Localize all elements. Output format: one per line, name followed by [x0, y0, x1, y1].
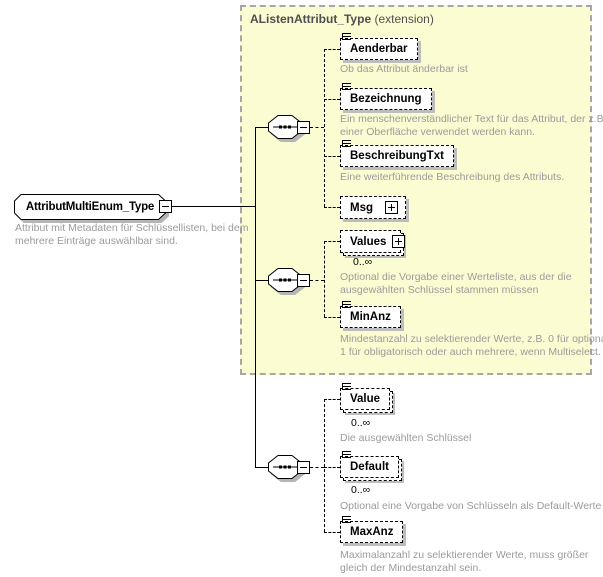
- connector-seq1-branch: [310, 127, 324, 128]
- element-description: Die ausgewählten Schlüssel: [340, 432, 472, 444]
- element-node-bezeichnung[interactable]: Bezeichnung: [340, 83, 432, 110]
- element-description: Ob das Attribut änderbar ist: [340, 63, 468, 75]
- connector-to-bezeichnung: [324, 99, 340, 100]
- cardinality-label: 0..∞: [351, 484, 371, 496]
- simple-content-icon: [342, 383, 351, 390]
- element-node-minanz[interactable]: MinAnz: [340, 301, 401, 328]
- element-node-value[interactable]: Value: [340, 383, 394, 413]
- sequence-compositor-1[interactable]: [268, 115, 302, 139]
- element-description: Optional die Vorgabe einer Werteliste, a…: [340, 271, 572, 296]
- simple-content-icon: [342, 301, 351, 308]
- seq1-collapse-button[interactable]: [297, 121, 310, 134]
- simple-content-icon: [342, 83, 351, 90]
- extension-label: (extension): [374, 12, 434, 26]
- seq3-collapse-button[interactable]: [297, 461, 310, 474]
- connector-to-values: [324, 241, 340, 242]
- connector-trunk-to-seq1: [255, 127, 268, 128]
- element-name: BeschreibungTxt: [350, 150, 444, 162]
- extension-box-header: AListenAttribut_Type (extension): [250, 12, 434, 26]
- simple-content-icon: [342, 140, 351, 147]
- element-description: Eine weiterführende Beschreibung des Att…: [340, 171, 565, 183]
- element-description: Ein menschenverständlicher Text für das …: [340, 113, 603, 138]
- root-type-name: AttributMultiEnum_Type: [25, 201, 155, 213]
- root-type-description: Attribut mit Metadaten für Schlüssellist…: [15, 222, 249, 247]
- connector-seq3-vertical: [324, 399, 325, 532]
- element-name: MaxAnz: [350, 526, 394, 538]
- cardinality-label: 0..∞: [351, 417, 371, 429]
- simple-content-icon: [342, 451, 351, 458]
- cardinality-label: 0..∞: [353, 256, 373, 268]
- element-description: Mindestanzahl zu selektierender Werte, z…: [340, 333, 603, 358]
- element-name: Aenderbar: [350, 43, 408, 55]
- connector-to-value: [324, 399, 340, 400]
- extension-box: [240, 5, 592, 375]
- connector-to-default: [324, 467, 340, 468]
- simple-content-icon: [342, 516, 351, 523]
- connector-to-minanz: [324, 317, 340, 318]
- element-node-default[interactable]: Default: [340, 451, 402, 481]
- connector-trunk: [255, 127, 256, 468]
- root-type-shape: [14, 194, 166, 220]
- connector-seq2-vertical: [324, 241, 325, 317]
- expand-button[interactable]: [392, 235, 406, 248]
- element-node-beschreibungtxt[interactable]: BeschreibungTxt: [340, 140, 454, 167]
- element-name: Values: [350, 235, 387, 248]
- connector-to-msg: [324, 207, 340, 208]
- connector-seq2-branch: [310, 280, 324, 281]
- element-description: Maximalanzahl zu selektierender Werte, m…: [340, 549, 589, 574]
- connector-seq1-vertical: [324, 49, 325, 207]
- element-node-values[interactable]: Values: [340, 230, 406, 256]
- element-description: Optional eine Vorgabe von Schlüsseln als…: [340, 500, 602, 512]
- element-node-aenderbar[interactable]: Aenderbar: [340, 33, 418, 60]
- sequence-icon: [268, 115, 302, 139]
- connector-trunk-to-seq3: [255, 467, 268, 468]
- root-type-node[interactable]: AttributMultiEnum_Type: [14, 194, 172, 220]
- element-name: Msg: [350, 201, 373, 214]
- connector-seq3-branch: [310, 467, 324, 468]
- seq2-collapse-button[interactable]: [297, 274, 310, 287]
- root-collapse-button[interactable]: [159, 200, 172, 213]
- connector-to-aenderbar: [324, 49, 340, 50]
- connector-trunk-to-seq2: [255, 280, 268, 281]
- simple-content-icon: [342, 33, 351, 40]
- element-node-maxanz[interactable]: MaxAnz: [340, 516, 404, 543]
- extension-type-title: AListenAttribut_Type: [250, 12, 372, 26]
- sequence-icon: [268, 268, 302, 292]
- element-name: Bezeichnung: [350, 93, 422, 105]
- element-name: Value: [350, 393, 381, 405]
- sequence-icon: [268, 455, 302, 479]
- element-name: MinAnz: [350, 311, 391, 323]
- connector-to-maxanz: [324, 532, 340, 533]
- sequence-compositor-3[interactable]: [268, 455, 302, 479]
- element-name: Default: [350, 461, 389, 473]
- element-node-msg[interactable]: Msg: [340, 196, 406, 219]
- connector-to-beschreibungtxt: [324, 156, 340, 157]
- connector-root-to-trunk: [171, 206, 255, 207]
- expand-button[interactable]: [385, 201, 398, 214]
- sequence-compositor-2[interactable]: [268, 268, 302, 292]
